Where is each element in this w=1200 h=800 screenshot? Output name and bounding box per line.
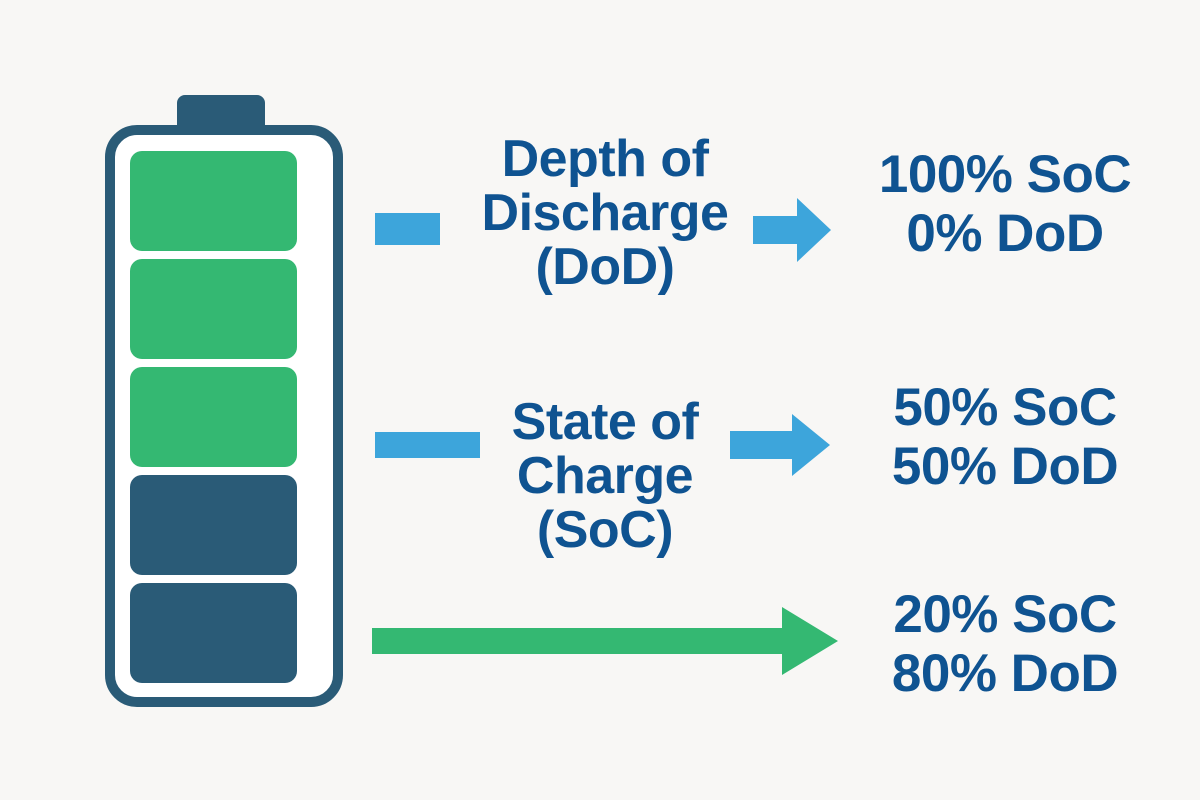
value-row-3-soc: 20% SoC: [893, 585, 1117, 644]
soc-label: State of Charge (SoC): [455, 395, 755, 557]
value-row-2-dod: 50% DoD: [891, 437, 1119, 497]
soc-arrow-right-icon: [730, 414, 830, 476]
battery-graphic: [105, 95, 343, 707]
dod-label: Depth of Discharge (DoD): [455, 132, 755, 294]
battery-segment-2: [130, 259, 297, 359]
value-row-1: 100% SoC 0% DoD: [840, 145, 1170, 264]
value-row-2: 50% SoC 50% DoD: [840, 378, 1170, 497]
value-row-1-dod: 0% DoD: [906, 204, 1104, 264]
value-row-3: 20% SoC 80% DoD: [840, 585, 1170, 704]
soc-label-line3: (SoC): [536, 501, 674, 560]
battery-segment-stack: [115, 125, 333, 707]
dod-label-line3: (DoD): [535, 238, 675, 297]
dod-connector-bar: [375, 213, 440, 245]
dod-label-line1: Depth of: [501, 130, 709, 188]
discharge-arrow-right-icon: [372, 607, 838, 675]
soc-connector-bar: [375, 432, 480, 458]
value-row-3-dod: 80% DoD: [891, 644, 1119, 704]
battery-segment-5: [130, 583, 297, 683]
value-row-1-soc: 100% SoC: [878, 145, 1132, 204]
battery-segment-3: [130, 367, 297, 467]
value-row-2-soc: 50% SoC: [893, 378, 1117, 437]
dod-label-line2: Discharge: [481, 184, 729, 243]
dod-arrow-right-icon: [753, 198, 831, 262]
battery-segment-1: [130, 151, 297, 251]
soc-label-line1: State of: [511, 393, 699, 451]
soc-label-line2: Charge: [516, 447, 694, 506]
battery-segment-4: [130, 475, 297, 575]
